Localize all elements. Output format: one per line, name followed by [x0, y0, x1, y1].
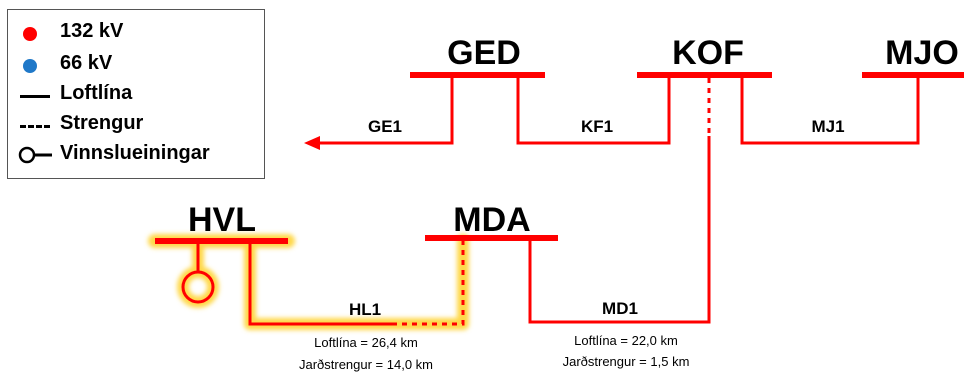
legend-item-overhead: Loftlína: [8, 80, 266, 110]
legend-label-66kv: 66 kV: [60, 52, 113, 74]
highlight-glow: [148, 234, 469, 330]
substation-kof-label: KOF: [672, 34, 744, 72]
legend-item-cable: Strengur: [8, 110, 266, 140]
hl1-overhead-length: Loftlína = 26,4 km: [314, 335, 418, 350]
substation-mjo-label: MJO: [885, 34, 959, 72]
md1-overhead-length: Loftlína = 22,0 km: [574, 333, 678, 348]
legend-item-66kv: 66 kV: [8, 50, 266, 80]
line-hl1-overhead: [248, 243, 392, 326]
line-md1-overhead: [528, 136, 711, 324]
legend-item-132kv: 132 kV: [8, 18, 266, 48]
line-mj1-label: MJ1: [811, 117, 844, 136]
generator-icon: [181, 270, 215, 304]
hl1-cable-length: Jarðstrengur = 14,0 km: [299, 357, 433, 372]
line-md1-label: MD1: [602, 299, 638, 318]
line-ge1: [318, 76, 454, 145]
substation-mda-label: MDA: [453, 201, 530, 239]
generator-symbol-icon: [18, 146, 52, 164]
legend-label-cable: Strengur: [60, 112, 144, 134]
legend-item-generation: Vinnslueiningar: [8, 140, 266, 170]
line-kf1: [516, 76, 671, 145]
line-ge1-label: GE1: [368, 117, 402, 136]
dashed-line-icon: [20, 125, 50, 128]
substation-ged-label: GED: [447, 34, 521, 72]
md1-cable-length: Jarðstrengur = 1,5 km: [563, 354, 690, 369]
legend-label-overhead: Loftlína: [60, 82, 133, 104]
red-dot-icon: [23, 27, 37, 41]
substation-hvl-label: HVL: [188, 201, 256, 239]
ge1-arrow-icon: [304, 136, 320, 150]
legend-label-132kv: 132 kV: [60, 20, 124, 42]
line-kf1-label: KF1: [581, 117, 613, 136]
solid-line-icon: [20, 95, 50, 98]
line-hl1-cable: [392, 240, 465, 326]
legend: 132 kV 66 kV Loftlína Strengur Vinnsluei…: [7, 9, 265, 179]
legend-label-generation: Vinnslueiningar: [60, 142, 210, 164]
line-hl1-label: HL1: [349, 300, 381, 319]
line-mj1: [740, 76, 920, 145]
blue-dot-icon: [23, 59, 37, 73]
